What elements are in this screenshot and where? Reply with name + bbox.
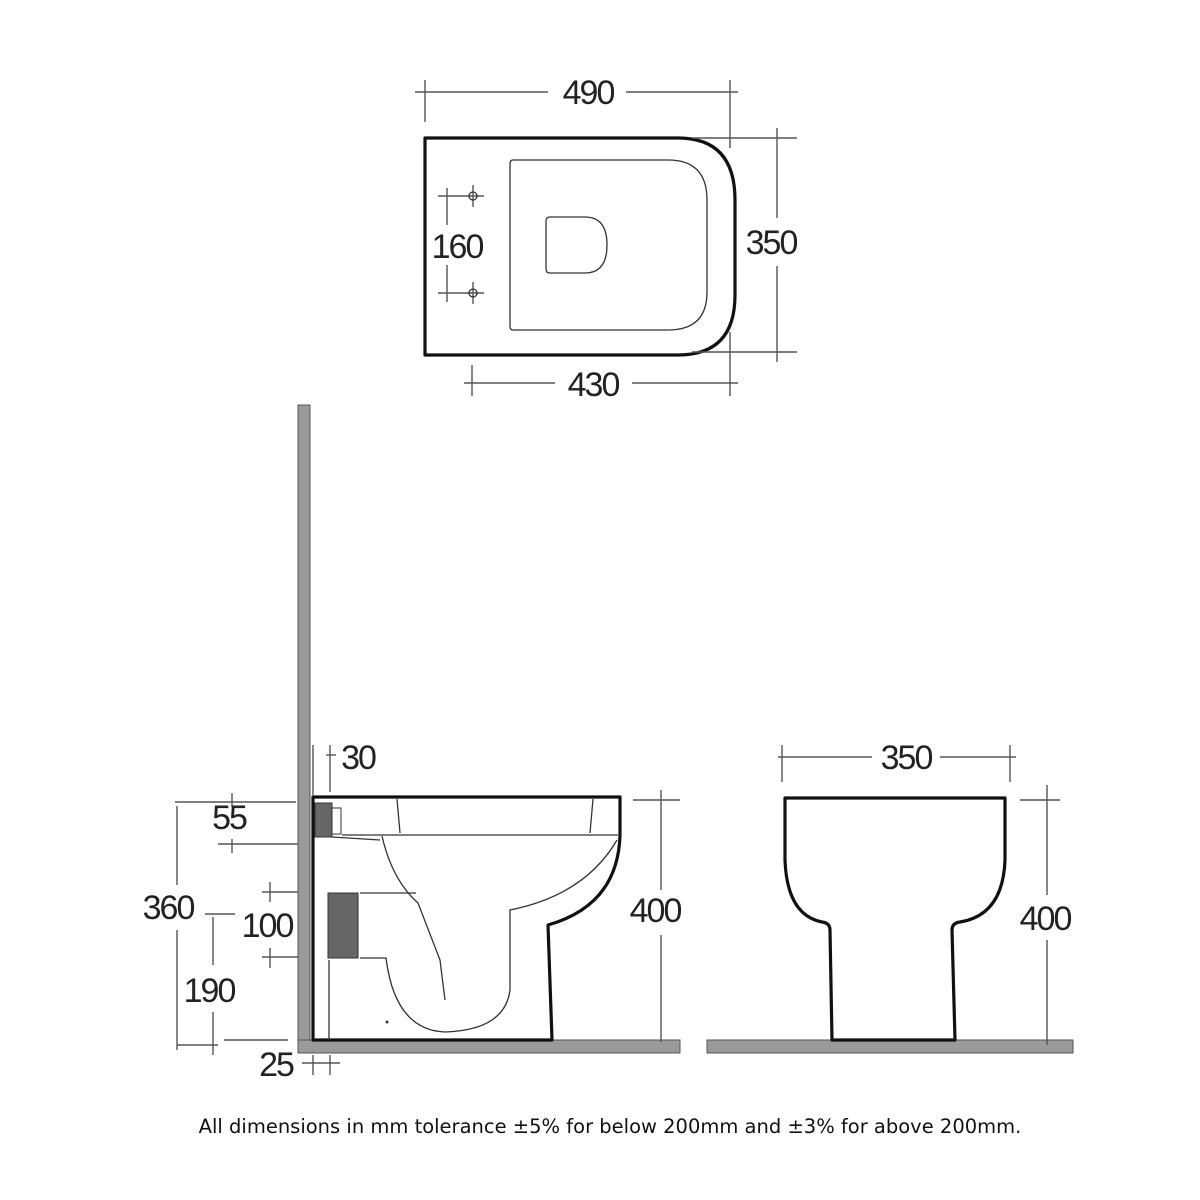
dim-430: 430 [464, 332, 738, 404]
dim-55: 55 [175, 793, 298, 853]
side-view: 30 55 360 100 190 25 [143, 404, 683, 1084]
floor-front [706, 1039, 1074, 1054]
plan-view: 160 490 350 430 [415, 74, 799, 404]
dim-label-pan-length: 430 [568, 366, 620, 404]
dim-label-floor-offset: 25 [259, 1046, 294, 1084]
dim-350-plan: 350 [692, 128, 799, 362]
seat-outline [509, 159, 708, 331]
bowl-inner [381, 835, 446, 1001]
dim-label-wall-gap: 30 [341, 739, 376, 777]
dim-label-front-width: 350 [881, 739, 933, 777]
outlet-block [327, 892, 359, 959]
dim-160: 160 [432, 188, 485, 302]
dim-100: 100 [205, 882, 298, 968]
dim-400-front: 400 [1020, 785, 1073, 1045]
dim-360: 360 [143, 806, 288, 1050]
dim-label-height-side: 400 [630, 892, 682, 930]
dim-label-inlet-centre: 360 [143, 889, 195, 927]
fixing-hole-icon [438, 282, 484, 304]
dim-label-outlet-height: 100 [242, 907, 294, 945]
bowl-trap [360, 839, 618, 1033]
floor-side [297, 1039, 681, 1054]
pan-outline-top [423, 136, 737, 357]
dim-label-outlet-centre: 190 [184, 972, 236, 1010]
dim-190: 190 [184, 917, 237, 1055]
dim-label-overall-length: 490 [563, 74, 615, 112]
dim-label-fixing-centres: 160 [432, 228, 484, 266]
footnote: All dimensions in mm tolerance ±5% for b… [199, 1115, 1022, 1138]
dim-490: 490 [415, 74, 738, 148]
dim-25: 25 [259, 1046, 340, 1084]
bowl-opening [545, 216, 608, 274]
dim-label-width: 350 [746, 224, 798, 262]
dim-label-upper-inlet: 55 [212, 799, 247, 837]
pan-outline-side [311, 795, 622, 1042]
fixing-hole-icon [438, 185, 484, 207]
front-view: 350 400 [706, 739, 1074, 1054]
dim-label-front-height: 400 [1020, 900, 1072, 938]
inlet-block [314, 802, 333, 838]
pan-outline-front [783, 796, 1007, 1042]
dim-30: 30 [312, 739, 378, 795]
dim-350-front: 350 [778, 739, 1016, 782]
dim-400-side: 400 [630, 790, 683, 1042]
wall [297, 404, 311, 1054]
